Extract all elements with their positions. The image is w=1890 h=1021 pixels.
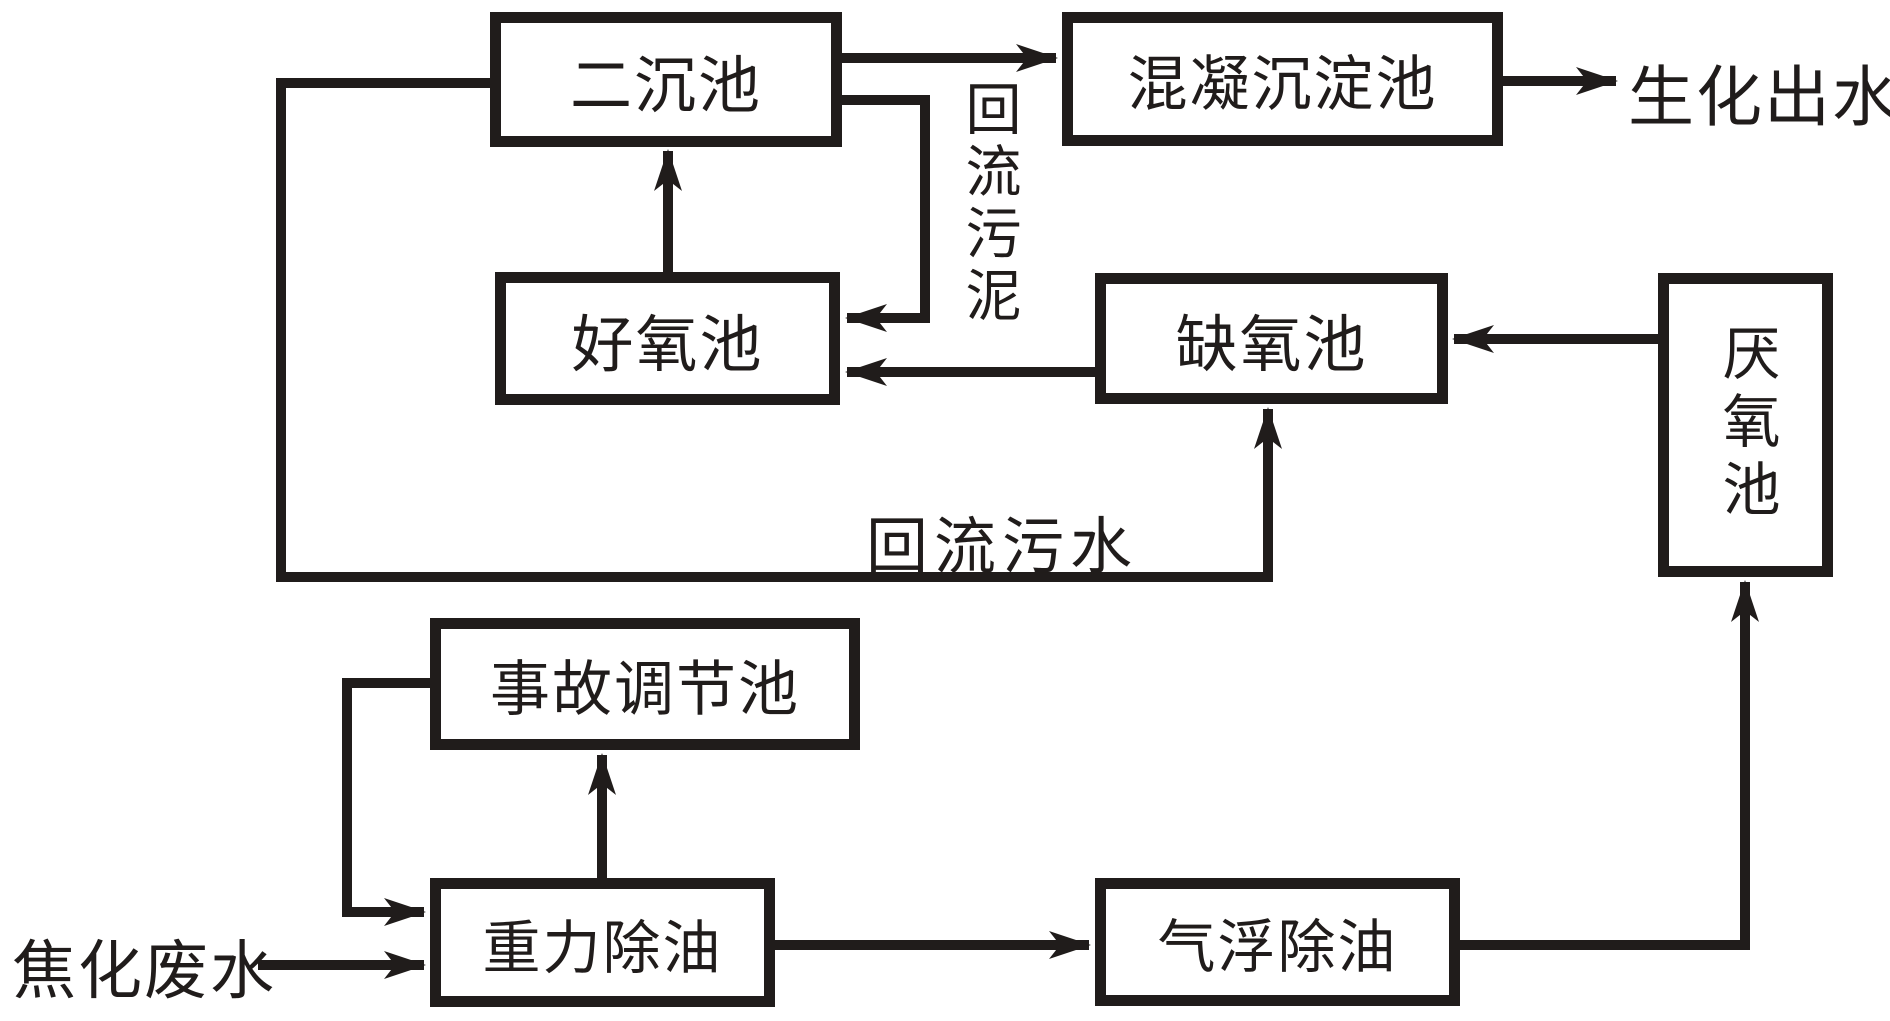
node-anoxic-tank: 缺氧池 xyxy=(1095,273,1448,404)
edge-return-water-secondary-to-anoxic xyxy=(276,78,1282,582)
node-anaerobic-tank: 厌氧池 xyxy=(1658,273,1833,577)
node-aerobic-tank-label: 好氧池 xyxy=(571,311,764,380)
node-coagulation-sedimentation-tank: 混凝沉淀池 xyxy=(1062,12,1503,146)
node-aerobic-tank: 好氧池 xyxy=(495,272,840,405)
edge-accident-to-gravity xyxy=(342,678,430,926)
node-air-flotation-oil-removal-label: 气浮除油 xyxy=(1157,915,1398,980)
node-gravity-oil-removal: 重力除油 xyxy=(430,878,775,1007)
node-air-flotation-oil-removal: 气浮除油 xyxy=(1095,878,1460,1006)
edge-return-sludge-secondary-to-aerobic xyxy=(842,95,930,332)
influent-label: 焦化废水 xyxy=(12,936,276,1007)
node-coagulation-sedimentation-tank-label: 混凝沉淀池 xyxy=(1127,51,1438,118)
effluent-label: 生化出水 xyxy=(1628,62,1890,135)
edge-flotation-to-anaerobic xyxy=(1460,580,1759,950)
node-secondary-clarifier-label: 二沉池 xyxy=(569,52,762,121)
node-secondary-clarifier: 二沉池 xyxy=(490,12,842,147)
node-anoxic-tank-label: 缺氧池 xyxy=(1175,311,1368,380)
node-gravity-oil-removal-label: 重力除油 xyxy=(482,915,723,981)
return-sludge-label: 回流污泥 xyxy=(957,80,1019,328)
return-water-label: 回流污水 xyxy=(866,514,1139,582)
node-accident-regulating-tank-label: 事故调节池 xyxy=(490,656,800,723)
node-anaerobic-tank-label: 厌氧池 xyxy=(1713,323,1779,527)
node-accident-regulating-tank: 事故调节池 xyxy=(430,618,860,750)
